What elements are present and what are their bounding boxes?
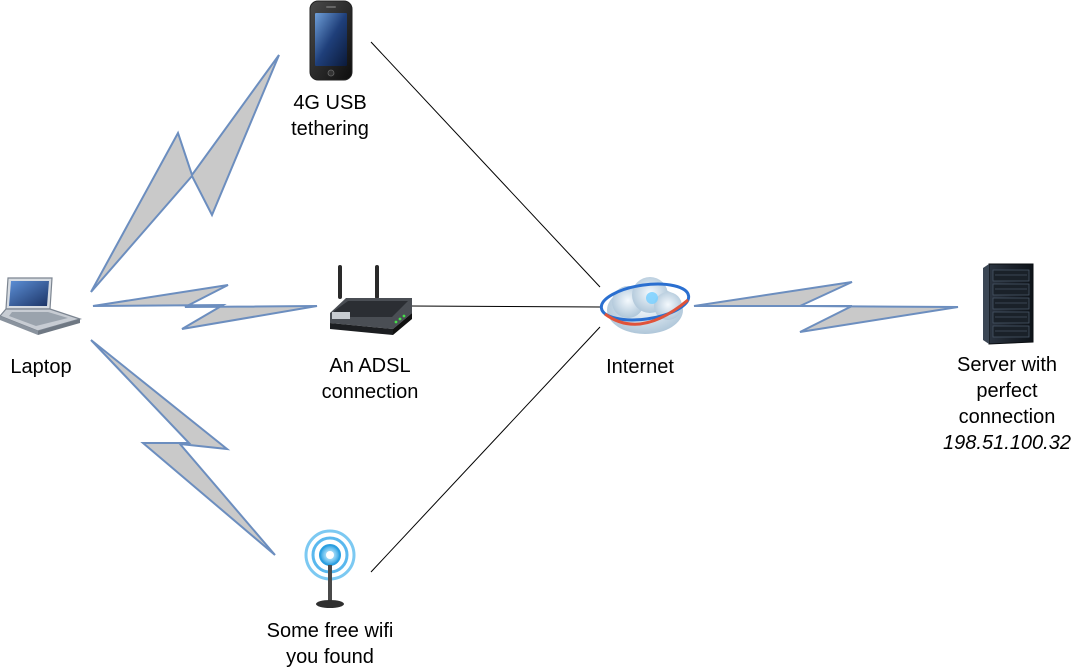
phone-label-line-2: tethering	[291, 118, 369, 140]
bolt-laptop-wifi	[90, 339, 276, 556]
router-label-line-2: connection	[321, 381, 419, 403]
router-label-line-1: An ADSL	[329, 355, 411, 377]
internet-label: Internet	[585, 354, 695, 380]
smartphone-icon	[309, 0, 353, 81]
server-label: Server with perfect connection 198.51.10…	[933, 352, 1081, 456]
wireless-router-icon	[330, 265, 412, 335]
laptop-icon	[0, 277, 83, 335]
server-ip-address: 198.51.100.32	[943, 432, 1071, 454]
wifi-antenna-icon	[304, 529, 356, 608]
phone-label: 4G USB tethering	[270, 90, 390, 142]
server-rack-icon	[983, 263, 1034, 345]
server-label-line-2: perfect	[976, 380, 1038, 402]
link-router-internet	[409, 305, 601, 308]
wifi-label-line-2: you found	[286, 646, 374, 668]
server-label-line-1: Server with	[956, 354, 1058, 376]
server-label-line-3: connection	[958, 406, 1056, 428]
bolt-internet-server	[693, 281, 959, 333]
laptop-label: Laptop	[0, 354, 82, 380]
router-label: An ADSL connection	[300, 353, 440, 405]
internet-cloud-icon	[599, 277, 691, 334]
bolt-laptop-phone	[90, 54, 280, 293]
phone-label-line-1: 4G USB	[293, 92, 367, 114]
wireless-links	[90, 54, 959, 556]
wifi-label: Some free wifi you found	[248, 618, 412, 670]
internet-label-line-1: Internet	[606, 356, 674, 378]
link-wifi-internet	[370, 326, 601, 573]
wifi-label-line-1: Some free wifi	[266, 620, 394, 642]
bolt-laptop-router	[92, 284, 318, 330]
laptop-label-line-1: Laptop	[10, 356, 72, 378]
wired-links	[370, 41, 601, 573]
link-phone-internet	[370, 41, 601, 288]
